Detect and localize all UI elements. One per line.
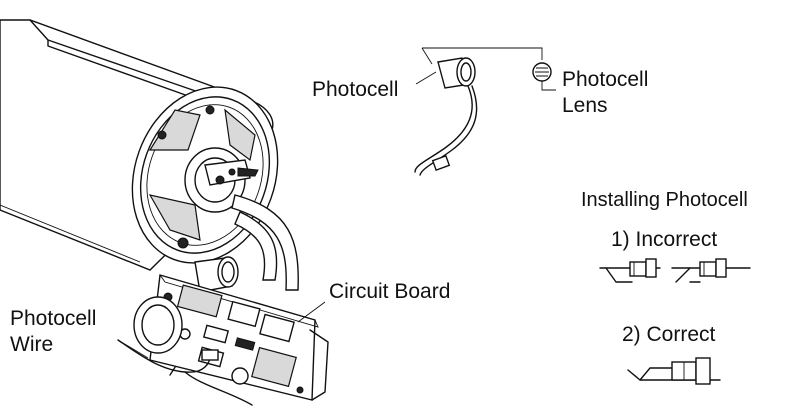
burner-nozzle-assembly (184, 147, 259, 213)
photocell-detached (414, 47, 543, 176)
label-photocell-wire-line2: Wire (10, 333, 54, 356)
incorrect-sketch-2 (671, 258, 751, 283)
incorrect-sketch-1 (599, 258, 661, 283)
label-photocell-lens-line1: Photocell (562, 68, 649, 91)
circuit-board (149, 274, 329, 401)
photocell-lens-icon (532, 62, 556, 91)
correct-sketch (627, 357, 721, 385)
installing-correct-label: 2) Correct (622, 323, 716, 346)
installing-incorrect-label: 1) Incorrect (611, 228, 718, 251)
leader-lines (117, 301, 326, 359)
photocell-wire (117, 339, 253, 406)
board-transformer (133, 296, 183, 354)
ignition-leads (231, 194, 299, 291)
label-photocell-lens-line2: Lens (562, 94, 608, 117)
label-photocell: Photocell (312, 78, 399, 101)
label-photocell-wire-line1: Photocell (10, 307, 97, 330)
label-circuit-board: Circuit Board (329, 280, 451, 303)
installing-photocell-title: Installing Photocell (581, 189, 748, 211)
